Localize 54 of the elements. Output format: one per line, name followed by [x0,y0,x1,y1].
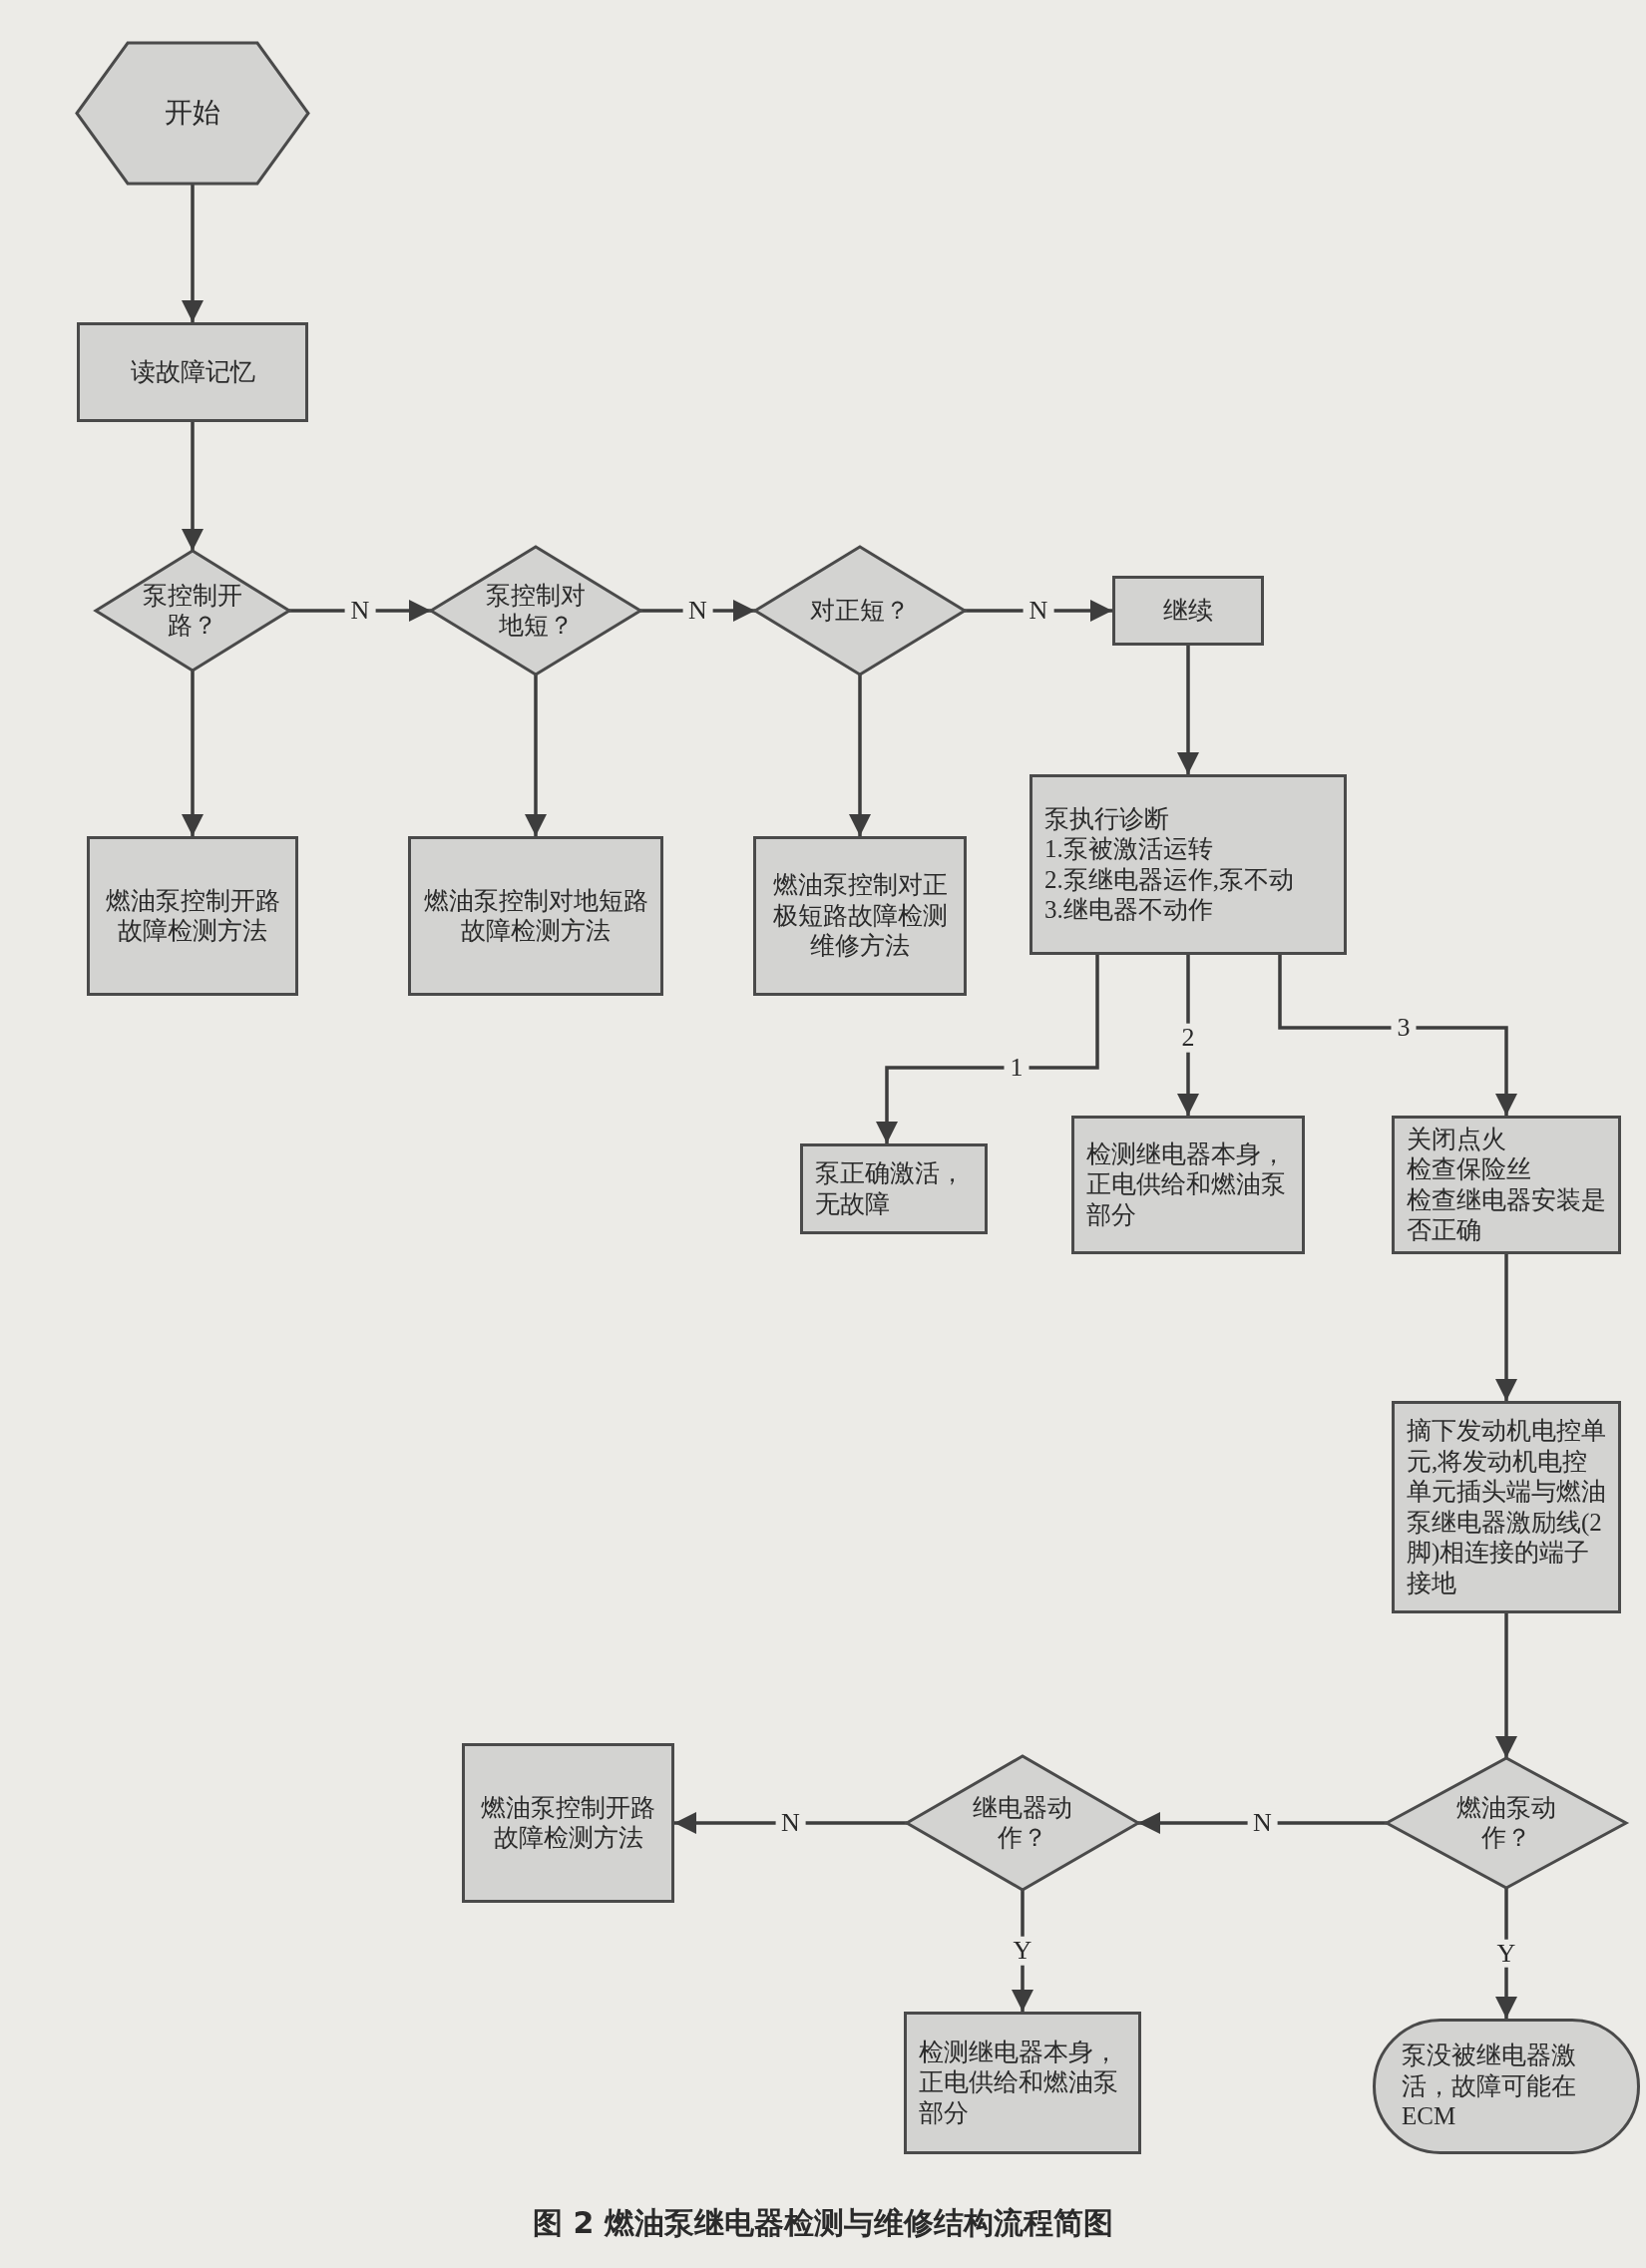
node-text: 燃油泵动作？ [1455,1792,1557,1853]
node-text: 摘下发动机电控单元,将发动机电控单元插头端与燃油泵继电器激励线(2脚)相连接的端子接地 [1407,1416,1606,1598]
arrow [1495,1613,1517,1758]
node-text: 检测继电器本身，正电供给和燃油泵部分 [1086,1138,1287,1230]
process-box [462,1743,674,1903]
node-text: 3.继电器不动作 [1044,895,1213,925]
node-text: 燃油泵控制对地短路故障检测方法 [423,885,648,946]
node-text: 燃油泵控制开路故障检测方法 [104,885,281,946]
node-text: 检查保险丝 [1407,1154,1531,1184]
node-text: 泵执行诊断 [1044,803,1169,834]
node-text: 检测继电器本身，正电供给和燃油泵部分 [919,2037,1119,2128]
node-text: 泵控制开路？ [142,580,243,641]
start-hexagon [77,43,308,184]
decision-diamond [431,547,640,675]
process-box [408,836,663,996]
node-text: 对正短？ [810,595,910,626]
node-text: 关闭点火 [1407,1124,1506,1154]
node-text: 燃油泵控制开路故障检测方法 [480,1792,656,1853]
decision-diamond [907,1756,1138,1890]
process-box [1112,576,1264,646]
node-text: 燃油泵控制对正极短路故障检测维修方法 [771,870,949,962]
caption: 图 2 燃油泵继电器检测与维修结构流程简图 [532,2204,1114,2242]
process-box [800,1143,988,1234]
node-text: 开始 [165,96,220,131]
node-text: 泵正确激活，无故障 [815,1158,966,1219]
node-text: 检查继电器安装是否正确 [1407,1184,1606,1245]
arrow [182,422,204,551]
arrow [182,671,204,836]
arrow [876,955,1099,1143]
node-text: 1.泵被激活运转 [1044,834,1213,864]
decision-diamond [1387,1758,1626,1888]
node-text: 继续 [1163,595,1213,626]
arrow [182,184,204,322]
node-text: 继电器动作？ [972,1792,1073,1853]
arrow [1495,1254,1517,1401]
process-box [1392,1401,1621,1613]
arrow [1278,955,1517,1116]
process-box [1071,1116,1305,1254]
process-box [753,836,967,996]
arrow [1138,1812,1387,1834]
arrow [849,675,871,836]
process-box [1392,1116,1621,1254]
process-box [87,836,298,996]
process-box [77,322,308,422]
node-text: 读故障记忆 [130,356,255,387]
node-text: 泵控制对地短？ [485,580,587,641]
decision-diamond [755,547,965,675]
node-text: 泵没被继电器激活，故障可能在ECM [1402,2041,1577,2132]
process-box [904,2012,1141,2154]
arrow [525,675,547,836]
decision-diamond [96,551,289,671]
node-text: 2.泵继电器运作,泵不动 [1044,864,1294,895]
arrow [1177,646,1199,774]
process-box [1029,774,1347,955]
